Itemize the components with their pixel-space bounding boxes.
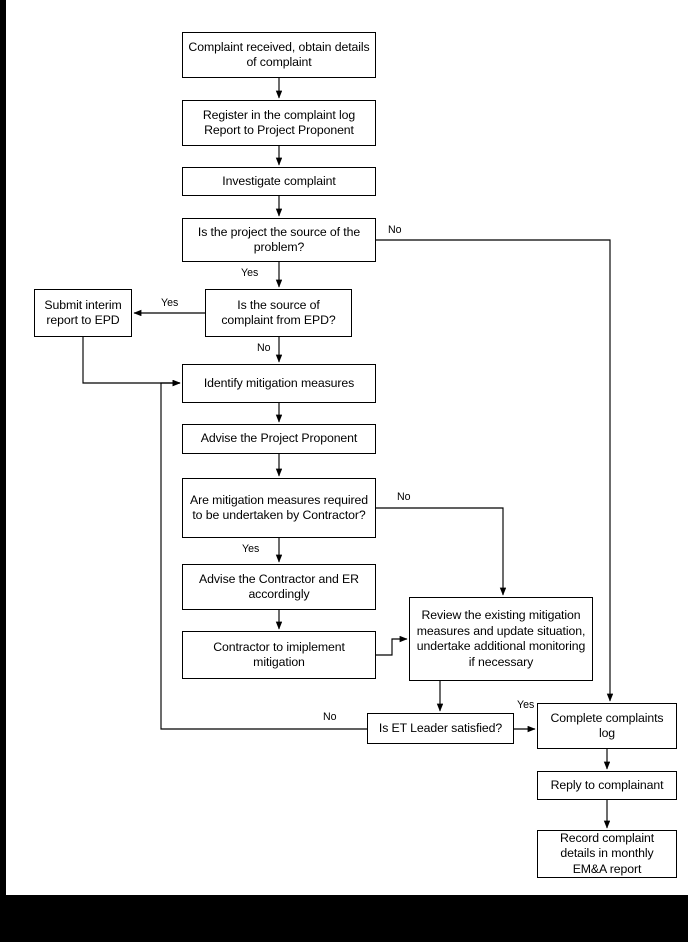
- node-complete-complaints-log[interactable]: Complete complaints log: [537, 703, 677, 749]
- node-identify-mitigation[interactable]: Identify mitigation measures: [182, 364, 376, 403]
- edge-label-yes-et-leader: Yes: [517, 699, 535, 711]
- node-mitigation-by-contractor[interactable]: Are mitigation measures required to be u…: [182, 478, 376, 538]
- flowchart-connectors: [82, 78, 614, 829]
- edge-label-yes-project-source: Yes: [241, 267, 259, 279]
- node-reply-to-complainant[interactable]: Reply to complainant: [537, 771, 677, 800]
- edge-interim-to-identify: [82, 337, 181, 387]
- flowchart-canvas: Complaint received, obtain details of co…: [6, 0, 688, 895]
- left-black-border: [0, 0, 6, 895]
- edge-label-yes-source-epd: Yes: [161, 297, 179, 309]
- node-et-leader-satisfied[interactable]: Is ET Leader satisfied?: [367, 713, 514, 744]
- edge-label-no-mitigation-contractor: No: [397, 491, 411, 503]
- edge-label-no-project-source: No: [388, 224, 402, 236]
- node-contractor-implement[interactable]: Contractor to imiplement mitigation: [182, 631, 376, 679]
- node-complaint-received[interactable]: Complaint received, obtain details of co…: [182, 32, 376, 78]
- node-advise-project-proponent[interactable]: Advise the Project Proponent: [182, 424, 376, 454]
- edge-label-yes-mitigation-contractor: Yes: [242, 543, 260, 555]
- node-investigate-complaint[interactable]: Investigate complaint: [182, 167, 376, 196]
- edge-label-no-et-leader: No: [323, 711, 337, 723]
- node-advise-contractor-er[interactable]: Advise the Contractor and ER accordingly: [182, 564, 376, 610]
- node-register-log[interactable]: Register in the complaint log Report to …: [182, 100, 376, 146]
- edge-aremitigation-no: [376, 507, 507, 596]
- node-submit-interim-report[interactable]: Submit interim report to EPD: [34, 289, 132, 337]
- node-is-project-source[interactable]: Is the project the source of the problem…: [182, 218, 376, 262]
- edge-etleader-no: [160, 379, 367, 730]
- node-record-complaint-details[interactable]: Record complaint details in monthly EM&A…: [537, 830, 677, 878]
- node-source-from-epd[interactable]: Is the source of complaint from EPD?: [205, 289, 352, 337]
- edge-implement-to-review: [376, 635, 408, 656]
- edge-label-no-source-epd: No: [257, 342, 271, 354]
- node-review-existing-mitigation[interactable]: Review the existing mitigation measures …: [409, 597, 593, 681]
- edge-isproject-no: [376, 239, 614, 702]
- bottom-black-border: [0, 895, 688, 942]
